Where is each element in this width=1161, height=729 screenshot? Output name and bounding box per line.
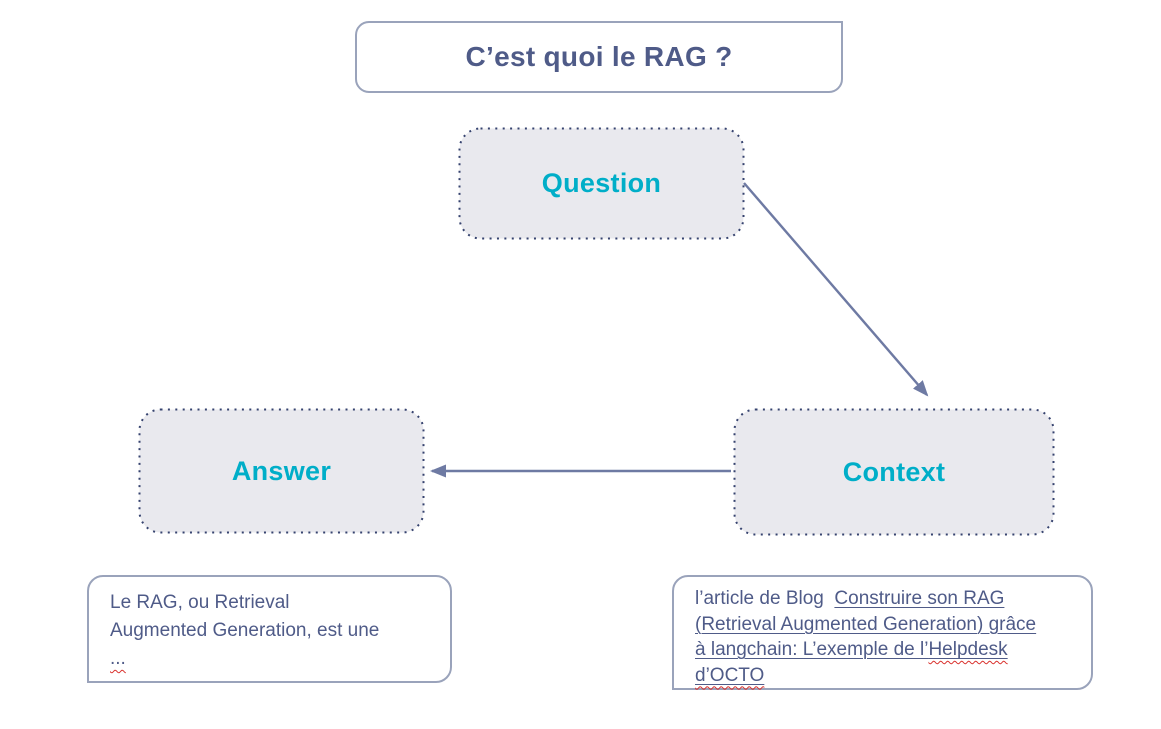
node-question: Question <box>458 127 745 240</box>
node-answer-label: Answer <box>231 455 332 486</box>
context-note-prefix: l’article de Blog <box>695 588 835 609</box>
answer-note-line: Augmented Generation, est une <box>110 620 380 641</box>
blog-article-link-segment: à langchain: L’exemple de l’ <box>695 639 929 660</box>
page-title: C’est quoi le RAG ? <box>465 41 733 72</box>
blog-article-link-misspelled-word: d’OCTO <box>695 664 765 686</box>
answer-note-ellipsis: ... <box>110 648 126 669</box>
answer-note-line: Le RAG, ou Retrieval <box>110 592 290 613</box>
node-context: Context <box>733 408 1055 536</box>
answer-note-callout: Le RAG, ou Retrieval Augmented Generatio… <box>87 575 452 683</box>
node-answer: Answer <box>138 408 425 534</box>
arrow-question-to-context-icon <box>743 182 929 397</box>
node-context-label: Context <box>842 456 946 487</box>
context-note-callout: l’article de Blog Construire son RAG (Re… <box>672 575 1093 690</box>
blog-article-link[interactable]: Construire son RAG <box>834 588 1005 609</box>
blog-article-link[interactable]: (Retrieval Augmented Generation) grâce <box>695 613 1037 635</box>
node-question-label: Question <box>541 168 662 198</box>
blog-article-link[interactable]: à langchain: L’exemple de l’Helpdesk <box>695 637 1073 663</box>
context-note-line: l’article de Blog Construire son RAG <box>695 586 1073 612</box>
dotted-box-shape <box>138 408 425 534</box>
dotted-box-shape <box>733 408 1055 536</box>
dotted-box-shape <box>458 127 745 240</box>
title-box: C’est quoi le RAG ? <box>355 21 843 93</box>
blog-article-link[interactable]: d’OCTO <box>695 663 1073 689</box>
blog-article-link-misspelled-word: Helpdesk <box>928 639 1008 660</box>
